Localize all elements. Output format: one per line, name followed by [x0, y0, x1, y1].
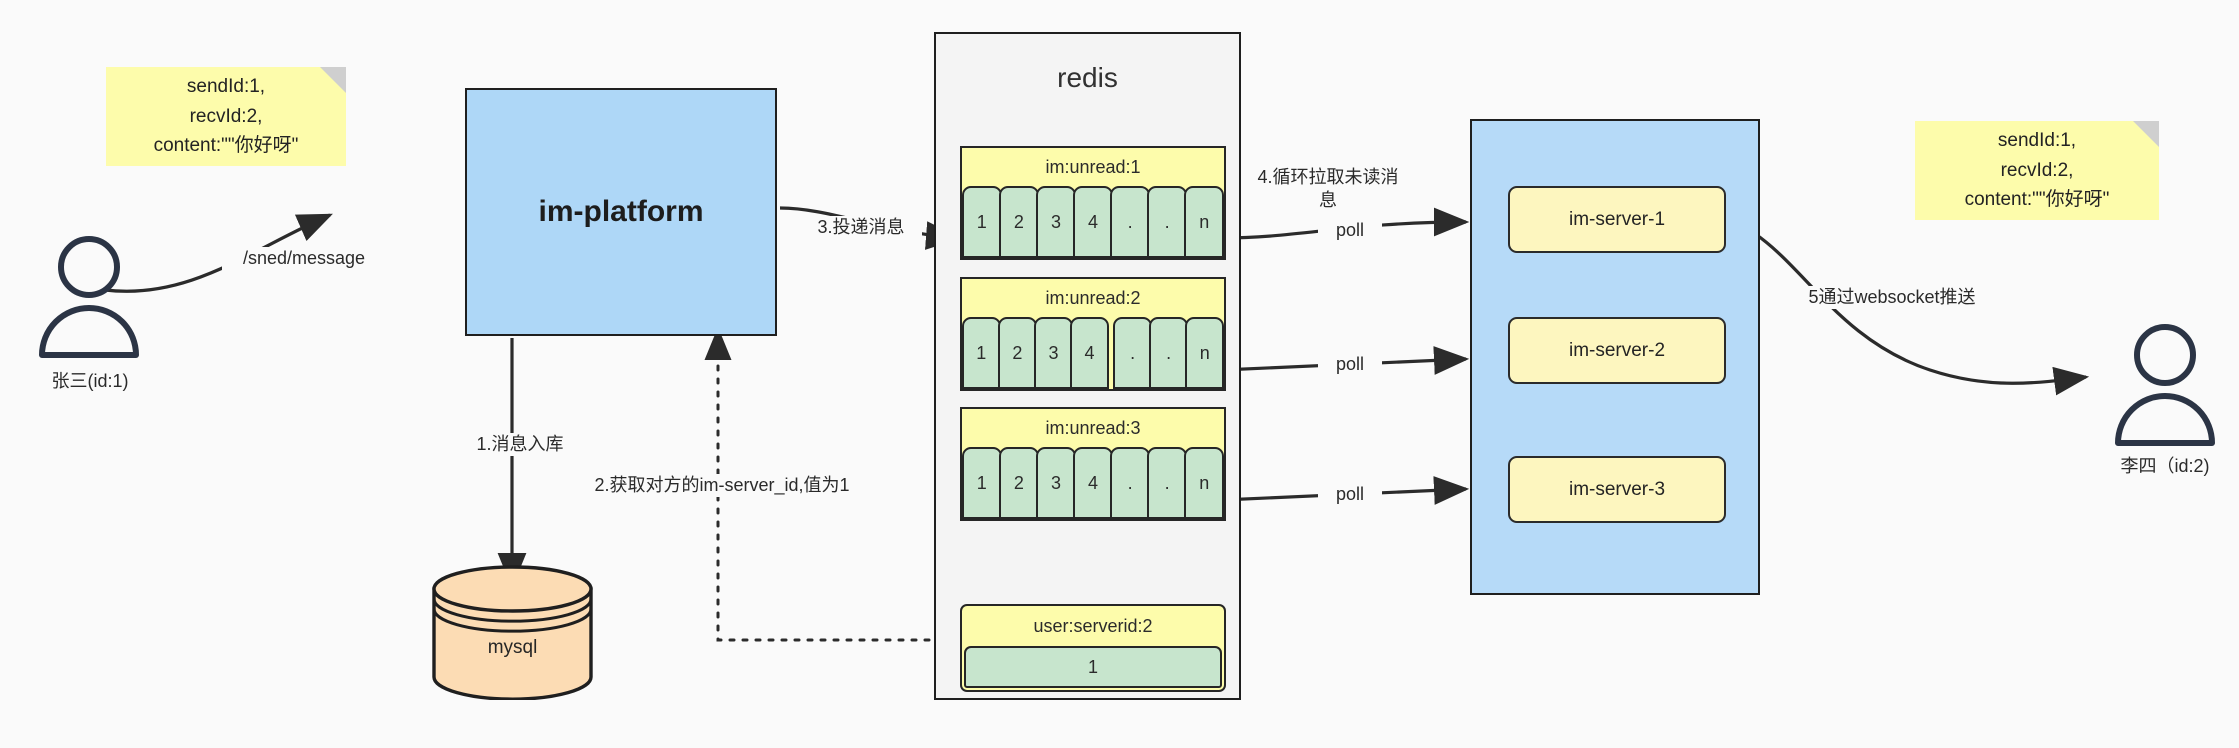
im-server-3-box[interactable]: im-server-3	[1508, 456, 1726, 523]
edge-label-send-message: /sned/message	[222, 247, 386, 270]
redis-title: redis	[1057, 62, 1118, 93]
redis-cell[interactable]: 4	[1073, 447, 1113, 519]
note-right: sendId:1, recvId:2, content:""你好呀"	[1915, 121, 2159, 220]
edge-label-step1: 1.消息入库	[448, 433, 592, 456]
edge-label-step4: 4.循环拉取未读消 息	[1252, 166, 1404, 211]
person-icon	[2115, 324, 2215, 446]
redis-cell[interactable]: .	[1110, 186, 1150, 258]
redis-serverid-value[interactable]: 1	[964, 646, 1222, 688]
receiver-label: 李四（id:2)	[2120, 456, 2210, 476]
redis-container: redis im:unread:1 1 2 3 4 . . n im:unrea…	[934, 32, 1241, 700]
note-fold-icon	[320, 67, 346, 93]
redis-key-group-user-serverid[interactable]: user:serverid:2 1	[960, 604, 1226, 692]
note-left-text: sendId:1, recvId:2, content:""你好呀"	[153, 76, 299, 157]
redis-cell[interactable]: .	[1147, 186, 1187, 258]
redis-cell[interactable]: 1	[962, 317, 1001, 389]
sender-label: 张三(id:1)	[51, 371, 129, 391]
redis-cell[interactable]: 4	[1070, 317, 1109, 389]
sender-person-icon	[24, 235, 154, 360]
receiver-person-icon	[2100, 323, 2230, 448]
redis-cell-row: 1 2 3 4 . . n	[962, 447, 1225, 519]
edge-redis-to-platform-dotted	[704, 327, 957, 642]
edge-label-poll-3: poll	[1318, 483, 1382, 506]
redis-cell[interactable]: n	[1185, 317, 1225, 389]
redis-cell[interactable]: 3	[1034, 317, 1073, 389]
im-server-1-box[interactable]: im-server-1	[1508, 186, 1726, 253]
mysql-database[interactable]: mysql	[430, 565, 595, 701]
im-server-2-label: im-server-2	[1568, 339, 1666, 361]
redis-key-group-im-unread-3[interactable]: im:unread:3 1 2 3 4 . . n	[960, 407, 1226, 521]
redis-key-label: im:unread:3	[962, 409, 1224, 447]
redis-cell[interactable]: 3	[1036, 447, 1076, 519]
redis-cell[interactable]: 2	[998, 317, 1037, 389]
edge-label-step2: 2.获取对方的im-server_id,值为1	[570, 474, 874, 497]
redis-cell[interactable]: .	[1149, 317, 1188, 389]
redis-cell[interactable]: 2	[999, 447, 1039, 519]
redis-key-label: user:serverid:2	[1033, 615, 1153, 636]
redis-cell[interactable]: n	[1184, 186, 1225, 258]
redis-cell-row: 1 2 3 4 . . n	[962, 186, 1225, 258]
database-cylinder-icon	[432, 565, 593, 701]
edge-label-step3: 3.投递消息	[800, 216, 922, 239]
note-left: sendId:1, recvId:2, content:""你好呀"	[106, 67, 346, 166]
person-icon	[39, 236, 139, 358]
im-server-cluster-lower: im-server-3	[1470, 428, 1760, 595]
im-platform-label: im-platform	[538, 195, 704, 228]
note-fold-icon	[2133, 121, 2159, 147]
redis-cell[interactable]: .	[1110, 447, 1150, 519]
im-server-1-label: im-server-1	[1568, 208, 1666, 230]
redis-key-group-im-unread-1[interactable]: im:unread:1 1 2 3 4 . . n	[960, 146, 1226, 260]
edge-label-poll-1: poll	[1318, 219, 1382, 242]
edge-label-step5: 5通过websocket推送	[1780, 286, 2004, 309]
redis-key-group-im-unread-2[interactable]: im:unread:2 1 2 3 4 . . n	[960, 277, 1226, 391]
im-server-2-box[interactable]: im-server-2	[1508, 317, 1726, 384]
redis-key-label: im:unread:1	[962, 148, 1224, 186]
edge-sender-to-platform	[104, 213, 333, 293]
redis-cell[interactable]: .	[1113, 317, 1152, 389]
redis-cell[interactable]: .	[1147, 447, 1187, 519]
note-right-text: sendId:1, recvId:2, content:""你好呀"	[1964, 130, 2110, 211]
redis-cell[interactable]: n	[1184, 447, 1225, 519]
mysql-label: mysql	[487, 637, 538, 658]
redis-cell[interactable]: 4	[1073, 186, 1113, 258]
redis-cell-row: 1 2 3 4 . . n	[962, 317, 1225, 389]
redis-cell[interactable]: 3	[1036, 186, 1076, 258]
redis-cell[interactable]: 2	[999, 186, 1039, 258]
im-server-3-label: im-server-3	[1568, 478, 1666, 500]
redis-cell[interactable]: 1	[962, 186, 1002, 258]
im-server-cluster: im-server-1 im-server-2	[1470, 119, 1760, 430]
redis-key-label: im:unread:2	[962, 279, 1224, 317]
edge-label-poll-2: poll	[1318, 353, 1382, 376]
im-platform-box[interactable]: im-platform	[465, 88, 777, 336]
redis-cell[interactable]: 1	[962, 447, 1002, 519]
